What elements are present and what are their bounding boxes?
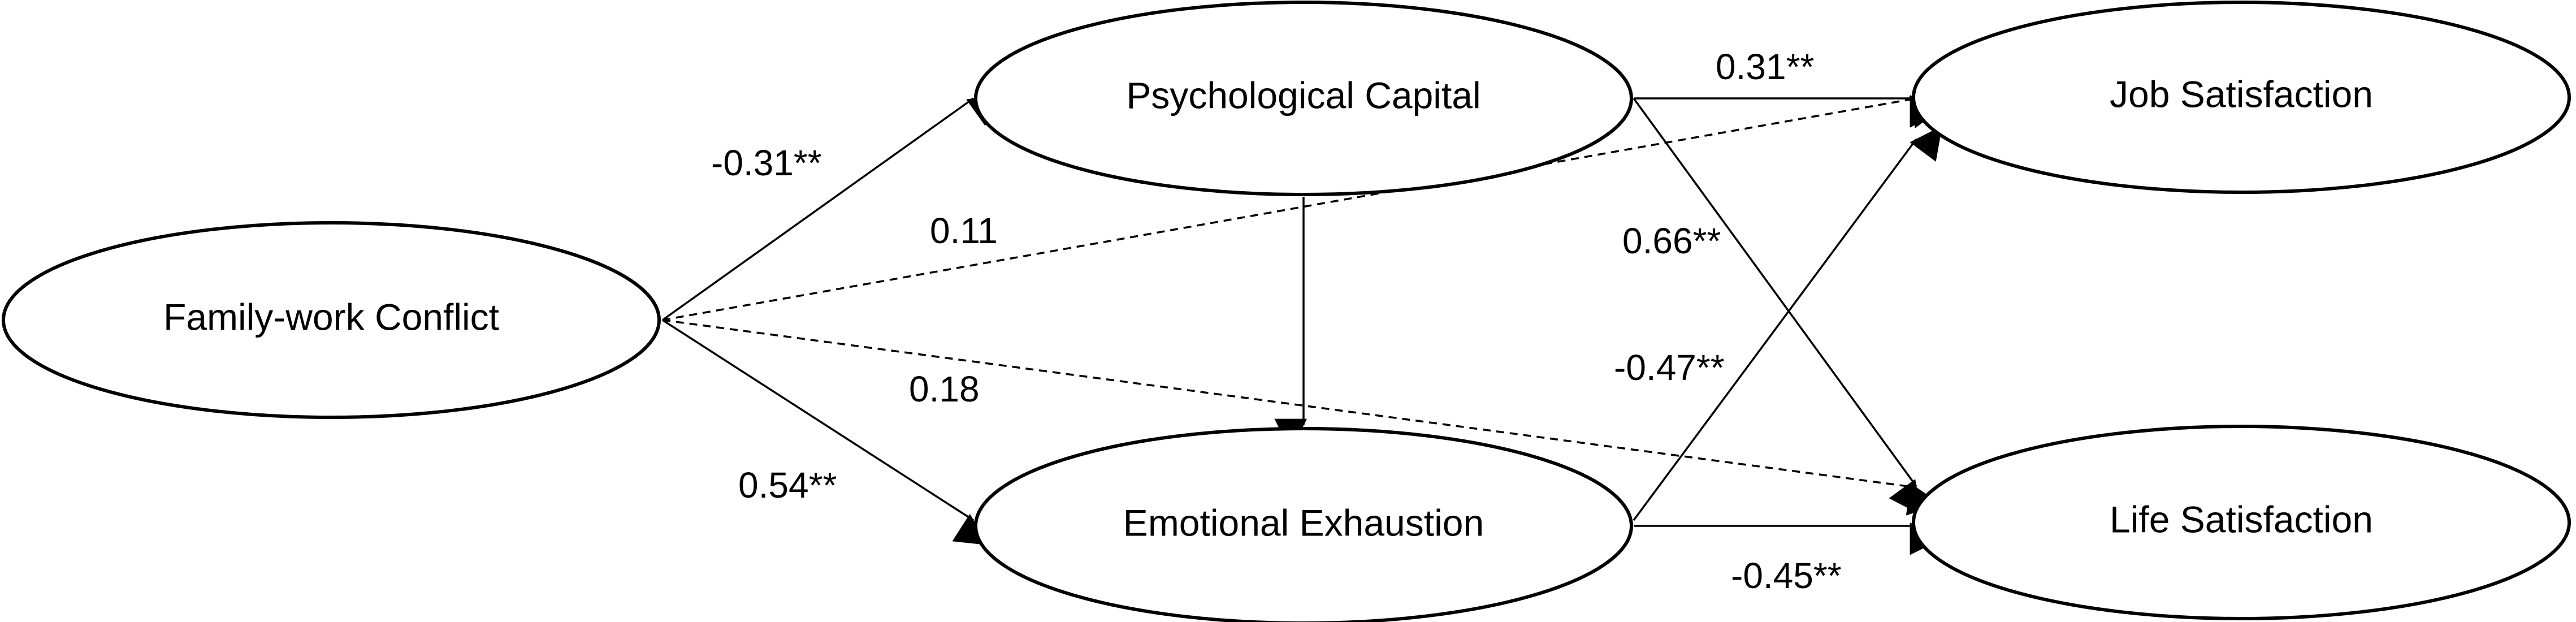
coefficient-fwc-to-life: 0.18 xyxy=(909,369,980,409)
node-life-satisfaction-label: Life Satisfaction xyxy=(2110,498,2373,540)
edge-psycap-to-life xyxy=(1633,97,1921,515)
coefficient-fwc-to-ee: 0.54** xyxy=(738,465,837,506)
node-psychological-capital: Psychological Capital xyxy=(974,1,1633,196)
edge-fwc-to-life xyxy=(662,319,1941,516)
node-life-satisfaction: Life Satisfaction xyxy=(1912,425,2571,620)
coefficient-ee-to-job: -0.47** xyxy=(1614,347,1725,388)
coefficient-psycap-to-job: 0.31** xyxy=(1716,46,1814,87)
edge-labels: -0.31** 0.11 0.18 0.54** 0.31** 0.66** -… xyxy=(711,46,1842,596)
coefficient-ee-to-life: -0.45** xyxy=(1731,555,1842,596)
node-job-satisfaction: Job Satisfaction xyxy=(1912,1,2571,194)
edge-fwc-to-psycap xyxy=(661,93,1002,321)
node-psychological-capital-shape xyxy=(974,1,1633,196)
node-psychological-capital-label: Psychological Capital xyxy=(1126,74,1480,116)
node-family-work-conflict-shape xyxy=(2,221,661,419)
node-family-work-conflict: Family-work Conflict xyxy=(2,221,661,419)
edge-fwc-to-ee xyxy=(662,319,989,546)
node-emotional-exhaustion: Emotional Exhaustion xyxy=(974,427,1633,622)
edge-ee-to-job xyxy=(1633,126,1942,521)
node-emotional-exhaustion-shape xyxy=(974,427,1633,622)
node-job-satisfaction-label: Job Satisfaction xyxy=(2110,73,2373,115)
node-emotional-exhaustion-label: Emotional Exhaustion xyxy=(1123,502,1484,543)
coefficient-psycap-to-life: 0.66** xyxy=(1622,221,1721,261)
node-job-satisfaction-shape xyxy=(1912,1,2571,194)
node-life-satisfaction-shape xyxy=(1912,425,2571,620)
node-family-work-conflict-label: Family-work Conflict xyxy=(163,296,499,338)
coefficient-fwc-to-job: 0.11 xyxy=(930,210,998,251)
edge-fwc-to-job xyxy=(662,96,1945,321)
coefficient-fwc-to-psycap: -0.31** xyxy=(711,142,822,183)
edges xyxy=(661,93,1945,555)
